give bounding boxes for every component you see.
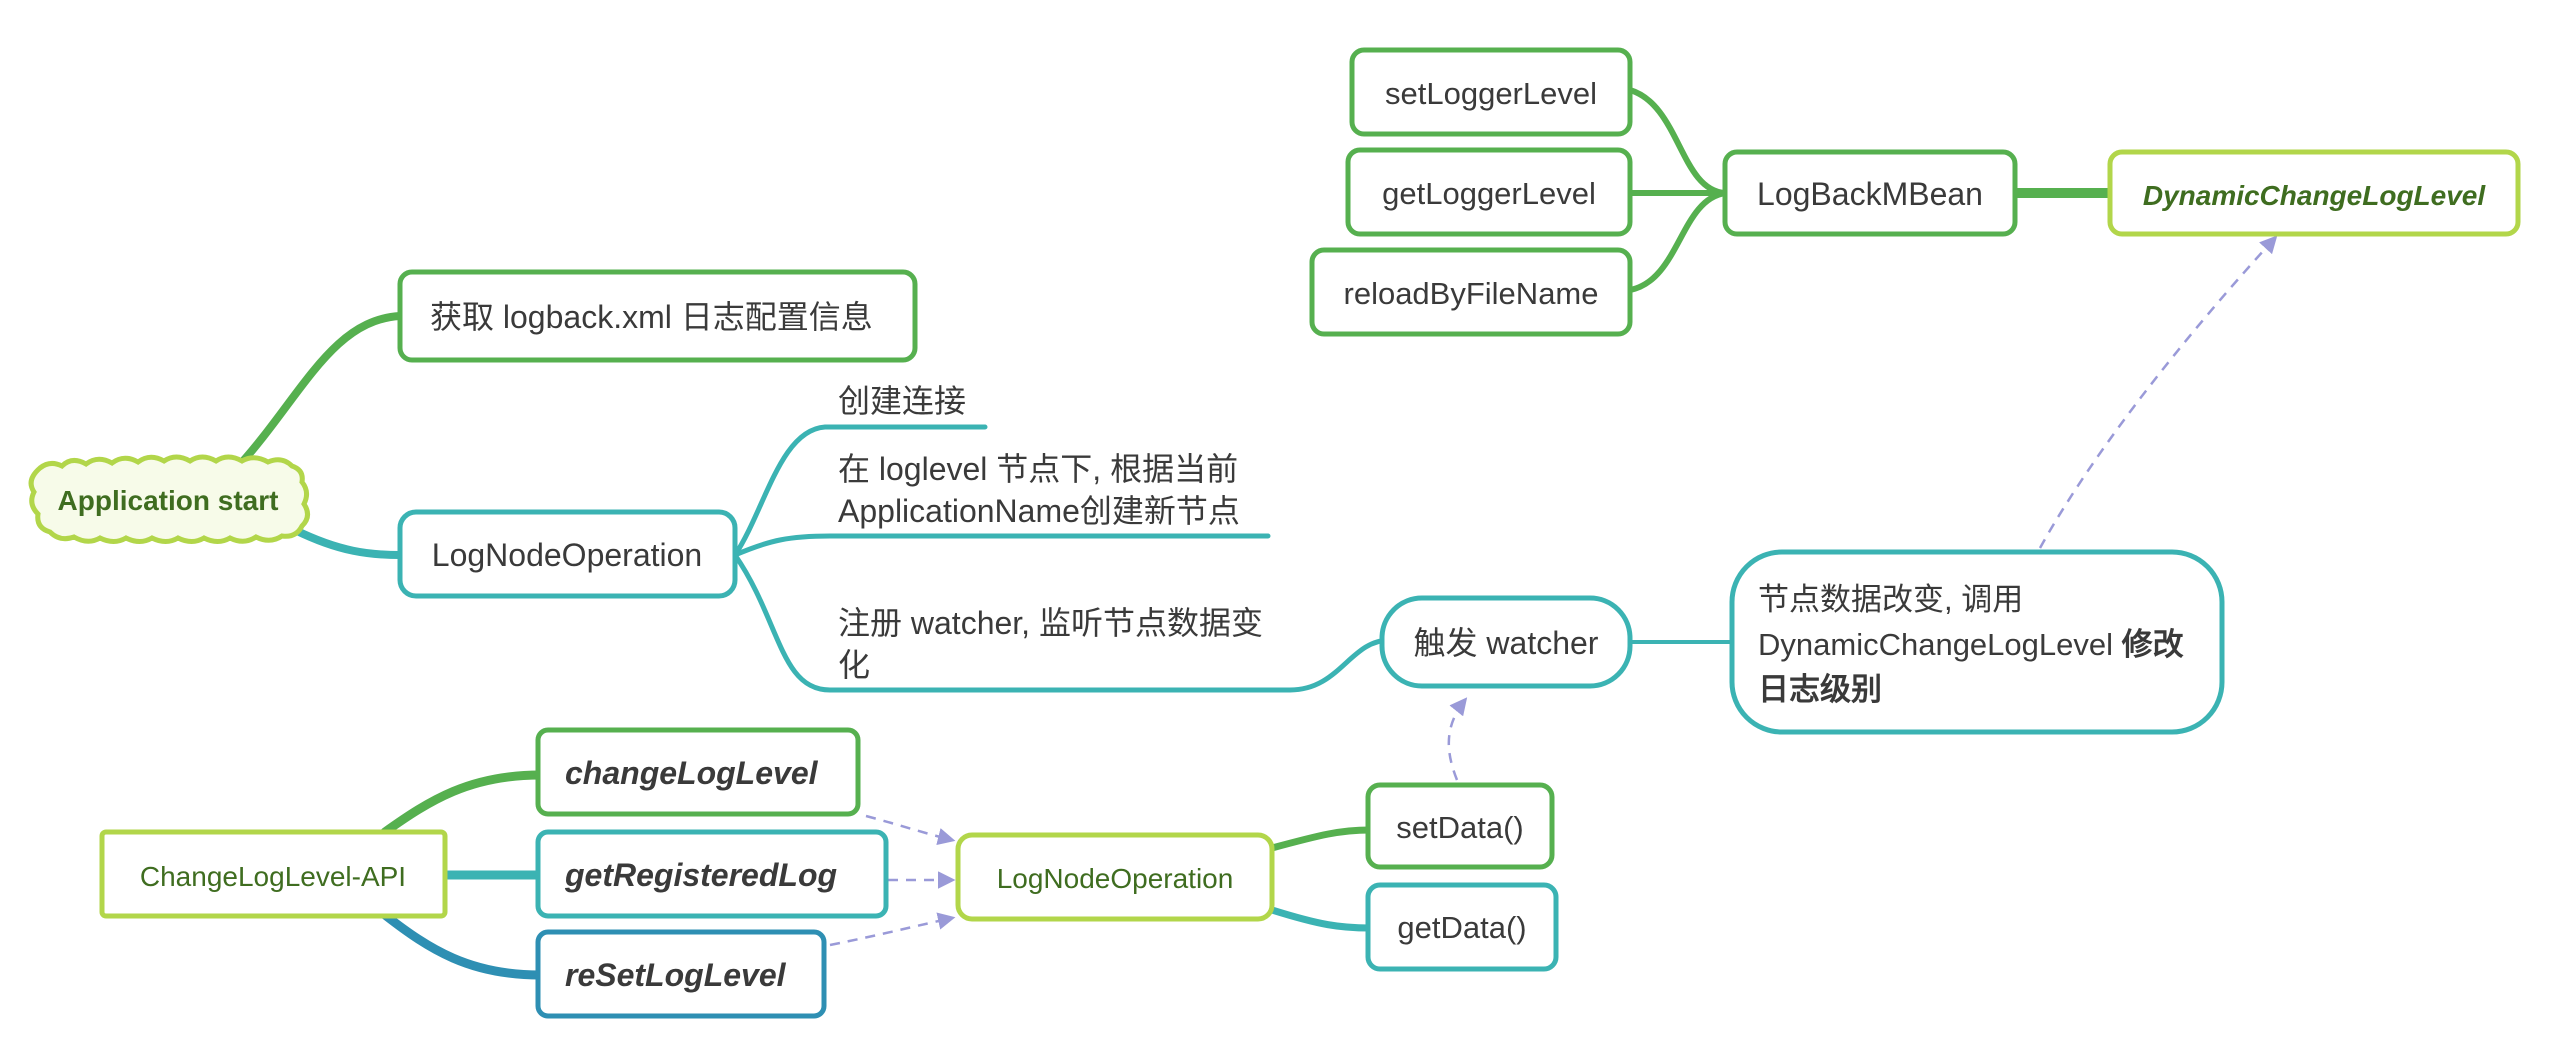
logback-mbean-label: LogBackMBean	[1757, 176, 1983, 212]
fetch-config-label: 获取 logback.xml 日志配置信息	[430, 299, 873, 335]
create-node-label: 在 loglevel 节点下, 根据当前 ApplicationName创建新节…	[838, 451, 1240, 529]
node-dynamic-change-log-level[interactable]: DynamicChangeLogLevel	[2107, 149, 2521, 237]
node-fetch-config[interactable]: 获取 logback.xml 日志配置信息	[397, 269, 918, 363]
edge-app-to-lognode	[291, 526, 404, 559]
node-box	[1349, 47, 1633, 137]
node-box	[397, 509, 738, 599]
change-log-level-label: changeLogLevel	[565, 755, 819, 791]
node-change-line1: 节点数据改变, 调用	[1758, 582, 2023, 617]
register-watcher-label: 注册 watcher, 监听节点数据变 化	[838, 605, 1263, 683]
api-label: ChangeLogLevel-API	[140, 861, 406, 892]
get-logger-level-label: getLoggerLevel	[1382, 176, 1596, 211]
node-box	[535, 929, 827, 1019]
node-set-data[interactable]: setData()	[1365, 782, 1555, 870]
node-get-registered-log[interactable]: getRegisteredLog	[535, 829, 889, 919]
node-box	[1722, 149, 2018, 237]
edge-lognode-to-create-node	[732, 533, 1271, 558]
node-box	[535, 829, 889, 919]
node-logback-mbean[interactable]: LogBackMBean	[1722, 149, 2018, 237]
register-watcher-line2: 化	[838, 647, 870, 683]
node-box	[1309, 247, 1633, 337]
edge-api-to-reset	[380, 910, 545, 980]
node-node-data-change[interactable]: 节点数据改变, 调用 DynamicChangeLogLevel 修改 日志级别	[1729, 549, 2225, 735]
get-data-label: getData()	[1397, 910, 1526, 945]
dashed-arrows	[829, 235, 2278, 947]
node-box	[99, 829, 448, 919]
create-node-line1: 在 loglevel 节点下, 根据当前	[838, 451, 1238, 487]
arrow-nodechange-to-dynamic	[2038, 235, 2278, 549]
log-node-operation-top-label: LogNodeOperation	[432, 537, 702, 573]
node-change-log-level-api[interactable]: ChangeLogLevel-API	[99, 829, 448, 919]
node-change-line2-a: DynamicChangeLogLevel	[1758, 627, 2122, 662]
create-node-line2: ApplicationName创建新节点	[838, 493, 1240, 529]
node-box	[397, 269, 918, 363]
node-box	[1365, 782, 1555, 870]
node-application-start[interactable]: Application start	[28, 454, 310, 544]
node-reload-by-file-name[interactable]: reloadByFileName	[1309, 247, 1633, 337]
connectors	[231, 87, 2115, 980]
edge-lognode-to-register-watcher	[732, 552, 1393, 693]
register-watcher-line1: 注册 watcher, 监听节点数据变	[838, 605, 1263, 641]
node-box	[535, 727, 861, 817]
get-registered-log-label: getRegisteredLog	[564, 857, 837, 893]
node-box	[1379, 595, 1633, 689]
set-data-label: setData()	[1396, 810, 1523, 845]
edge-lognode-bottom-to-setdata	[1268, 826, 1374, 852]
cloud-shape	[28, 454, 310, 544]
node-box	[1345, 147, 1633, 237]
node-set-logger-level[interactable]: setLoggerLevel	[1349, 47, 1633, 137]
arrow-reset-to-lognode	[829, 912, 956, 947]
node-log-node-operation-bottom[interactable]: LogNodeOperation	[955, 832, 1275, 922]
trigger-watcher-label: 触发 watcher	[1414, 625, 1599, 661]
node-reset-log-level[interactable]: reSetLogLevel	[535, 929, 827, 1019]
edge-setlogger-to-mbean	[1627, 87, 1728, 196]
arrow-setdata-to-trigger	[1447, 697, 1468, 781]
node-get-logger-level[interactable]: getLoggerLevel	[1345, 147, 1633, 237]
edge-app-to-fetch-config	[231, 312, 404, 474]
reload-by-file-name-label: reloadByFileName	[1344, 276, 1599, 311]
node-log-node-operation-top[interactable]: LogNodeOperation	[397, 509, 738, 599]
create-connection-label: 创建连接	[838, 383, 966, 419]
edge-reload-to-mbean	[1627, 190, 1728, 293]
node-get-data[interactable]: getData()	[1365, 882, 1559, 972]
node-box	[955, 832, 1275, 922]
node-trigger-watcher[interactable]: 触发 watcher	[1379, 595, 1633, 689]
edge-lognode-bottom-to-getdata	[1268, 906, 1374, 932]
log-node-operation-bottom-label: LogNodeOperation	[997, 863, 1234, 894]
arrow-change-to-lognode	[865, 814, 956, 846]
node-change-line3: 日志级别	[1758, 672, 1882, 707]
node-change-line2-b: 修改	[2121, 627, 2184, 662]
node-box	[2107, 149, 2521, 237]
app-start-label: Application start	[58, 485, 279, 516]
set-logger-level-label: setLoggerLevel	[1385, 76, 1597, 111]
edge-lognode-to-create-connection	[732, 424, 988, 558]
node-change-line2: DynamicChangeLogLevel 修改	[1758, 627, 2184, 662]
dynamic-change-label: DynamicChangeLogLevel	[2143, 180, 2487, 211]
node-change-log-level[interactable]: changeLogLevel	[535, 727, 861, 817]
edge-api-to-change	[380, 770, 545, 837]
node-box	[1729, 549, 2225, 735]
node-box	[1365, 882, 1559, 972]
reset-log-level-label: reSetLogLevel	[565, 957, 787, 993]
